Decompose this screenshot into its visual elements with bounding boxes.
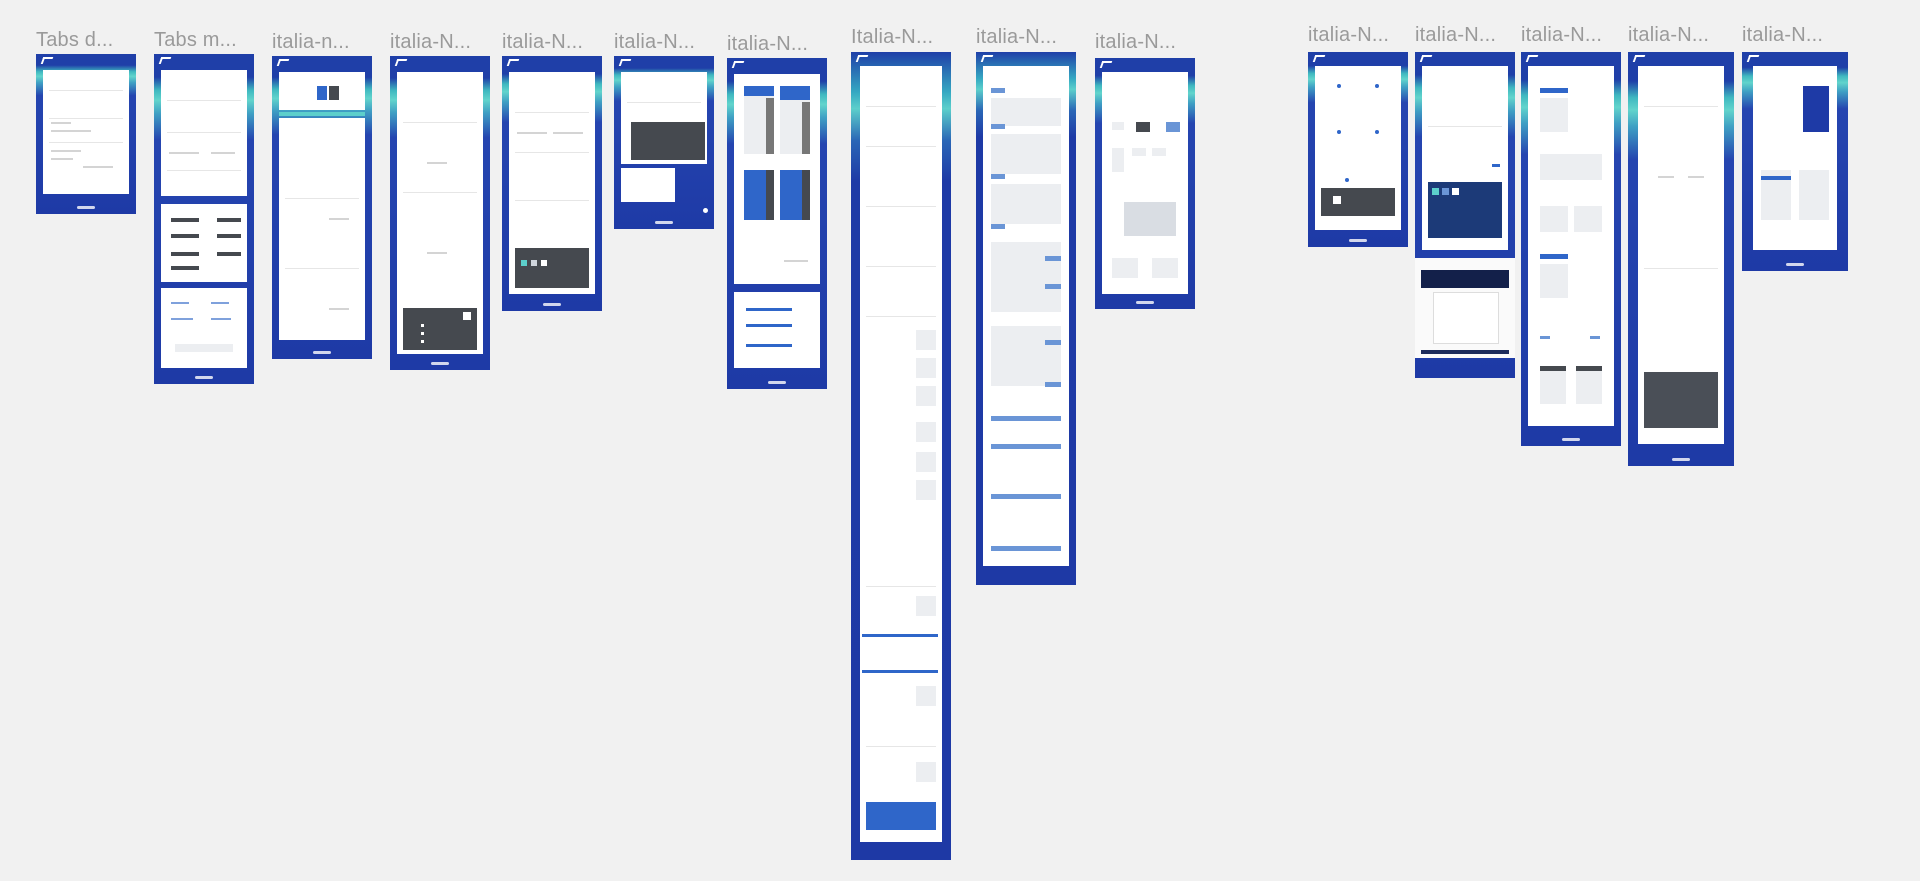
italia-logo-icon (1632, 55, 1646, 62)
artboard-page (983, 66, 1069, 566)
frame-italia-12[interactable] (1415, 52, 1515, 378)
frame-title-14[interactable]: italia-N... (1628, 24, 1710, 46)
pager-indicator (655, 221, 673, 224)
italia-logo-icon (731, 61, 745, 68)
italia-logo-icon (618, 59, 632, 66)
artboard-page (161, 70, 247, 196)
frame-italia-4[interactable] (390, 56, 490, 370)
pager-indicator (1672, 458, 1690, 461)
frame-title-8[interactable]: Italia-N... (851, 26, 934, 48)
italia-logo-icon (980, 55, 994, 62)
frame-title-4[interactable]: italia-N... (390, 31, 472, 53)
frame-italia-7[interactable] (727, 58, 827, 389)
italia-logo-icon (1312, 55, 1326, 62)
frame-italia-5[interactable] (502, 56, 602, 311)
artboard-page (1753, 66, 1837, 250)
frame-tabs-desktop[interactable] (36, 54, 136, 214)
artboard-page (734, 74, 820, 284)
pager-indicator (768, 381, 786, 384)
artboard-page (860, 66, 942, 842)
frame-italia-11[interactable] (1308, 52, 1408, 247)
frame-italia-14[interactable] (1628, 52, 1734, 466)
pager-indicator (543, 303, 561, 306)
frame-italia-10[interactable] (1095, 58, 1195, 309)
artboard-page (621, 72, 707, 164)
frame-title-11[interactable]: italia-N... (1308, 24, 1390, 46)
frame-title-1[interactable]: Tabs d... (36, 29, 114, 51)
italia-logo-icon (855, 55, 869, 62)
artboard-page (279, 72, 365, 110)
artboard-page (43, 70, 129, 194)
pager-indicator (195, 376, 213, 379)
artboard-page (1638, 66, 1724, 444)
italia-logo-icon (1099, 61, 1113, 68)
italia-logo-icon (276, 59, 290, 66)
pager-indicator (313, 351, 331, 354)
italia-logo-icon (40, 57, 54, 64)
frame-italia-8[interactable] (851, 52, 951, 860)
artboard-page (279, 118, 365, 340)
artboard-page (397, 72, 483, 354)
artboard-page (509, 72, 595, 294)
artboard-page (1102, 72, 1188, 294)
italia-logo-icon (1525, 55, 1539, 62)
pager-indicator (1786, 263, 1804, 266)
artboard-page (161, 204, 247, 282)
frame-title-10[interactable]: italia-N... (1095, 31, 1177, 53)
frame-italia-13[interactable] (1521, 52, 1621, 446)
frame-title-2[interactable]: Tabs m... (154, 29, 237, 51)
frame-italia-9[interactable] (976, 52, 1076, 585)
frame-title-12[interactable]: italia-N... (1415, 24, 1497, 46)
pager-indicator (1562, 438, 1580, 441)
italia-logo-icon (1746, 55, 1760, 62)
frame-title-13[interactable]: italia-N... (1521, 24, 1603, 46)
pager-indicator (1136, 301, 1154, 304)
artboard-page (1315, 66, 1401, 230)
frame-title-7[interactable]: italia-N... (727, 33, 809, 55)
artboard-page (1528, 66, 1614, 426)
frame-italia-3[interactable] (272, 56, 372, 359)
italia-logo-icon (394, 59, 408, 66)
pager-indicator (77, 206, 95, 209)
italia-logo-icon (158, 57, 172, 64)
frame-title-9[interactable]: italia-N... (976, 26, 1058, 48)
frame-title-6[interactable]: italia-N... (614, 31, 696, 53)
frame-title-3[interactable]: italia-n... (272, 31, 350, 53)
frame-italia-15[interactable] (1742, 52, 1848, 271)
frame-title-15[interactable]: italia-N... (1742, 24, 1824, 46)
artboard-page (161, 288, 247, 368)
frame-title-5[interactable]: italia-N... (502, 31, 584, 53)
pager-indicator (431, 362, 449, 365)
artboard-page (734, 292, 820, 368)
italia-logo-icon (506, 59, 520, 66)
frame-italia-6[interactable] (614, 56, 714, 229)
artboard-page (621, 168, 675, 202)
pager-indicator (1349, 239, 1367, 242)
artboard-page (1415, 258, 1515, 358)
italia-logo-icon (1419, 55, 1433, 62)
artboard-page (1422, 66, 1508, 250)
frame-tabs-mobile[interactable] (154, 54, 254, 384)
